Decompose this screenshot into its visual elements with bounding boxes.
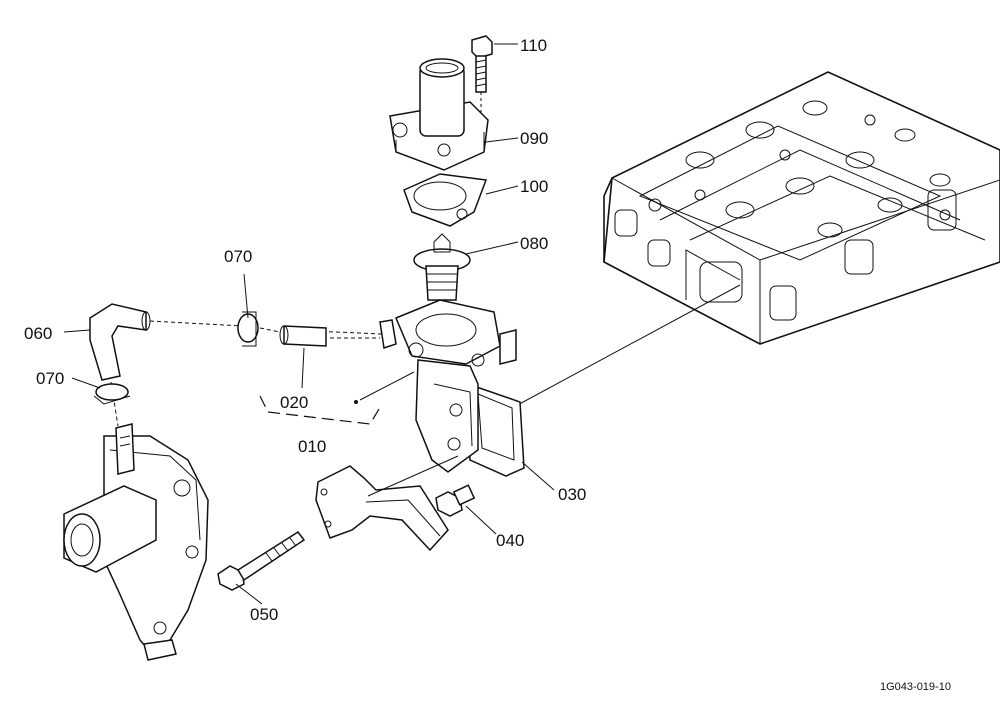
cylinder-head: [603, 71, 1000, 345]
callout-020: 020: [280, 393, 308, 412]
assembly-dot: [354, 400, 358, 404]
callout-010: 010: [298, 437, 326, 456]
callout-040: 040: [496, 531, 524, 550]
pipe-020: [259, 325, 380, 347]
callout-030: 030: [558, 485, 586, 504]
callout-060: 060: [24, 324, 52, 343]
thermostat-cover-090: [389, 58, 489, 171]
gasket-100: [403, 173, 488, 227]
thermostat-080: [413, 233, 471, 301]
reference-line-head: [511, 284, 741, 409]
thermostat-housing: [289, 299, 517, 473]
assembly-bracket-010: [259, 395, 383, 425]
callout-100: 100: [520, 177, 548, 196]
callout-080: 080: [520, 234, 548, 253]
gasket-030: [467, 382, 525, 477]
callout-090: 090: [520, 129, 548, 148]
callout-070-lower: 070: [36, 369, 64, 388]
callout-110: 110: [520, 36, 547, 55]
bolt-040: [435, 484, 476, 517]
water-pump: [63, 423, 209, 661]
callout-050: 050: [250, 605, 278, 624]
hose-clamp-070-lower: [93, 383, 131, 405]
leader-lines: [63, 43, 555, 605]
drawing-code: 1G043-019-10: [880, 681, 951, 693]
bolt-050: [217, 530, 306, 591]
bolt-110: [471, 35, 493, 118]
callout-070-upper: 070: [224, 247, 252, 266]
hose-060: [89, 303, 243, 427]
bracket: [315, 455, 459, 552]
leader-010-housing: [359, 371, 415, 401]
